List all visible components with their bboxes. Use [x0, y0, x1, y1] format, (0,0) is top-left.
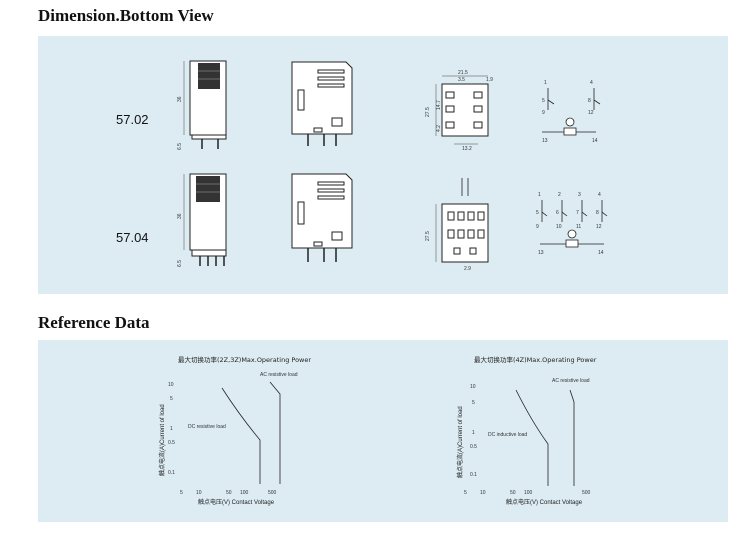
chart-2-annotation-ac: AC resistive load: [552, 378, 590, 384]
term2-label-14: 14: [598, 250, 604, 256]
chart-2-ytick-0: 10: [470, 384, 476, 390]
term2-label-8: 8: [596, 210, 599, 216]
term2-label-4: 4: [598, 192, 601, 198]
chart-2-dc-curve: [515, 389, 549, 486]
term2-label-6: 6: [556, 210, 559, 216]
term-label-9: 9: [542, 110, 545, 116]
top-dim-3: 1.9: [486, 77, 493, 83]
bottom-dim-1: 13.2: [462, 146, 472, 152]
chart-2-annotation-dc: DC inductive load: [488, 432, 527, 438]
chart-1-ytick-2: 1: [170, 426, 173, 432]
dimension-panel: [38, 36, 728, 294]
chart-1-ytick-4: 0.1: [168, 470, 175, 476]
reference-heading: Reference Data: [38, 313, 150, 332]
chart-1-xtick-4: 500: [268, 490, 277, 496]
term-label-4: 4: [590, 80, 593, 86]
schematic-drawing-2: 1 2 3 4 5 6 7 8 9 10 11 12 13 14: [536, 192, 608, 256]
term2-label-9: 9: [536, 224, 539, 230]
chart-2-xtick-4: 500: [582, 490, 591, 496]
bottom-view-drawing-2: 27.5 2.9: [425, 178, 489, 272]
term2-label-10: 10: [556, 224, 562, 230]
model-label-1: 57.02: [116, 112, 149, 127]
chart-2: 最大切换功率(4Z)Max.Operating Power AC resisti…: [456, 355, 597, 506]
term2-label-12: 12: [596, 224, 602, 230]
term2-label-2: 2: [558, 192, 561, 198]
term-label-12: 12: [588, 110, 594, 116]
pin-length-label-2: 6.5: [177, 260, 183, 267]
left-dim-4: 27.5: [425, 231, 431, 241]
dimension-heading: Dimension.Bottom View: [38, 6, 214, 25]
left-dim-3: 4.2: [436, 125, 442, 132]
chart-1-xtick-3: 100: [240, 490, 249, 496]
chart-1-annotation-ac: AC resistive load: [260, 372, 298, 378]
front-view-drawing-2: [291, 173, 353, 262]
chart-2-xtick-3: 100: [524, 490, 533, 496]
left-dim-2: 14.7: [436, 100, 442, 110]
chart-1-ytick-3: 0.5: [168, 440, 175, 446]
chart-1: 最大切换功率(2Z,3Z)Max.Operating Power AC resi…: [158, 355, 311, 506]
chart-2-xlabel: 触点电压(V) Contact Voltage: [506, 498, 583, 506]
chart-2-ytick-4: 0.1: [470, 472, 477, 478]
chart-2-ytick-3: 0.5: [470, 444, 477, 450]
term-label-13: 13: [542, 138, 548, 144]
top-dim-2: 3.5: [458, 77, 465, 83]
chart-2-xtick-1: 10: [480, 490, 486, 496]
chart-1-ytick-0: 10: [168, 382, 174, 388]
side-view-drawing-2: 36 6.5: [177, 173, 227, 267]
front-view-drawing-1: [291, 61, 353, 146]
chart-1-dc-curve: [221, 387, 261, 484]
chart-2-ac-curve: [569, 389, 575, 486]
term-label-14: 14: [592, 138, 598, 144]
term2-label-1: 1: [538, 192, 541, 198]
chart-2-ytick-2: 1: [472, 430, 475, 436]
bottom-view-drawing-1: 21.5 3.5 1.9 27.5 14.7 4.2 13.2: [425, 70, 493, 152]
side-height-label-1: 36: [177, 96, 183, 102]
term-label-5: 5: [542, 98, 545, 104]
chart-1-ac-curve: [269, 381, 281, 484]
chart-2-title: 最大切换功率(4Z)Max.Operating Power: [474, 355, 597, 364]
chart-2-ylabel: 触点电流(A)Current of load: [456, 406, 464, 478]
chart-1-title: 最大切换功率(2Z,3Z)Max.Operating Power: [178, 355, 311, 364]
chart-1-ylabel: 触点电流(A)Current of load: [158, 404, 166, 476]
chart-2-ytick-1: 5: [472, 400, 475, 406]
chart-1-xtick-2: 50: [226, 490, 232, 496]
reference-panel: [38, 340, 728, 522]
top-dim-1: 21.5: [458, 70, 468, 76]
term2-label-11: 11: [576, 224, 581, 230]
term2-label-7: 7: [576, 210, 579, 216]
chart-2-xtick-2: 50: [510, 490, 516, 496]
term2-label-13: 13: [538, 250, 544, 256]
side-height-label-2: 36: [177, 213, 183, 219]
chart-1-annotation-dc: DC resistive load: [188, 424, 226, 430]
pin-length-label-1: 6.5: [177, 143, 183, 150]
left-dim-1: 27.5: [425, 107, 431, 117]
model-label-2: 57.04: [116, 230, 149, 245]
term-label-8: 8: [588, 98, 591, 104]
chart-2-xtick-0: 5: [464, 490, 467, 496]
chart-1-ytick-1: 5: [170, 396, 173, 402]
chart-1-xlabel: 触点电压(V) Contact Voltage: [198, 498, 275, 506]
bottom-dim-2: 2.9: [464, 266, 471, 272]
term-label-1: 1: [544, 80, 547, 86]
chart-1-xtick-1: 10: [196, 490, 202, 496]
term2-label-5: 5: [536, 210, 539, 216]
chart-1-xtick-0: 5: [180, 490, 183, 496]
term2-label-3: 3: [578, 192, 581, 198]
schematic-drawing-1: 1 4 5 8 9 12 13 14: [542, 80, 601, 144]
side-view-drawing-1: 36 6.5: [177, 60, 227, 150]
